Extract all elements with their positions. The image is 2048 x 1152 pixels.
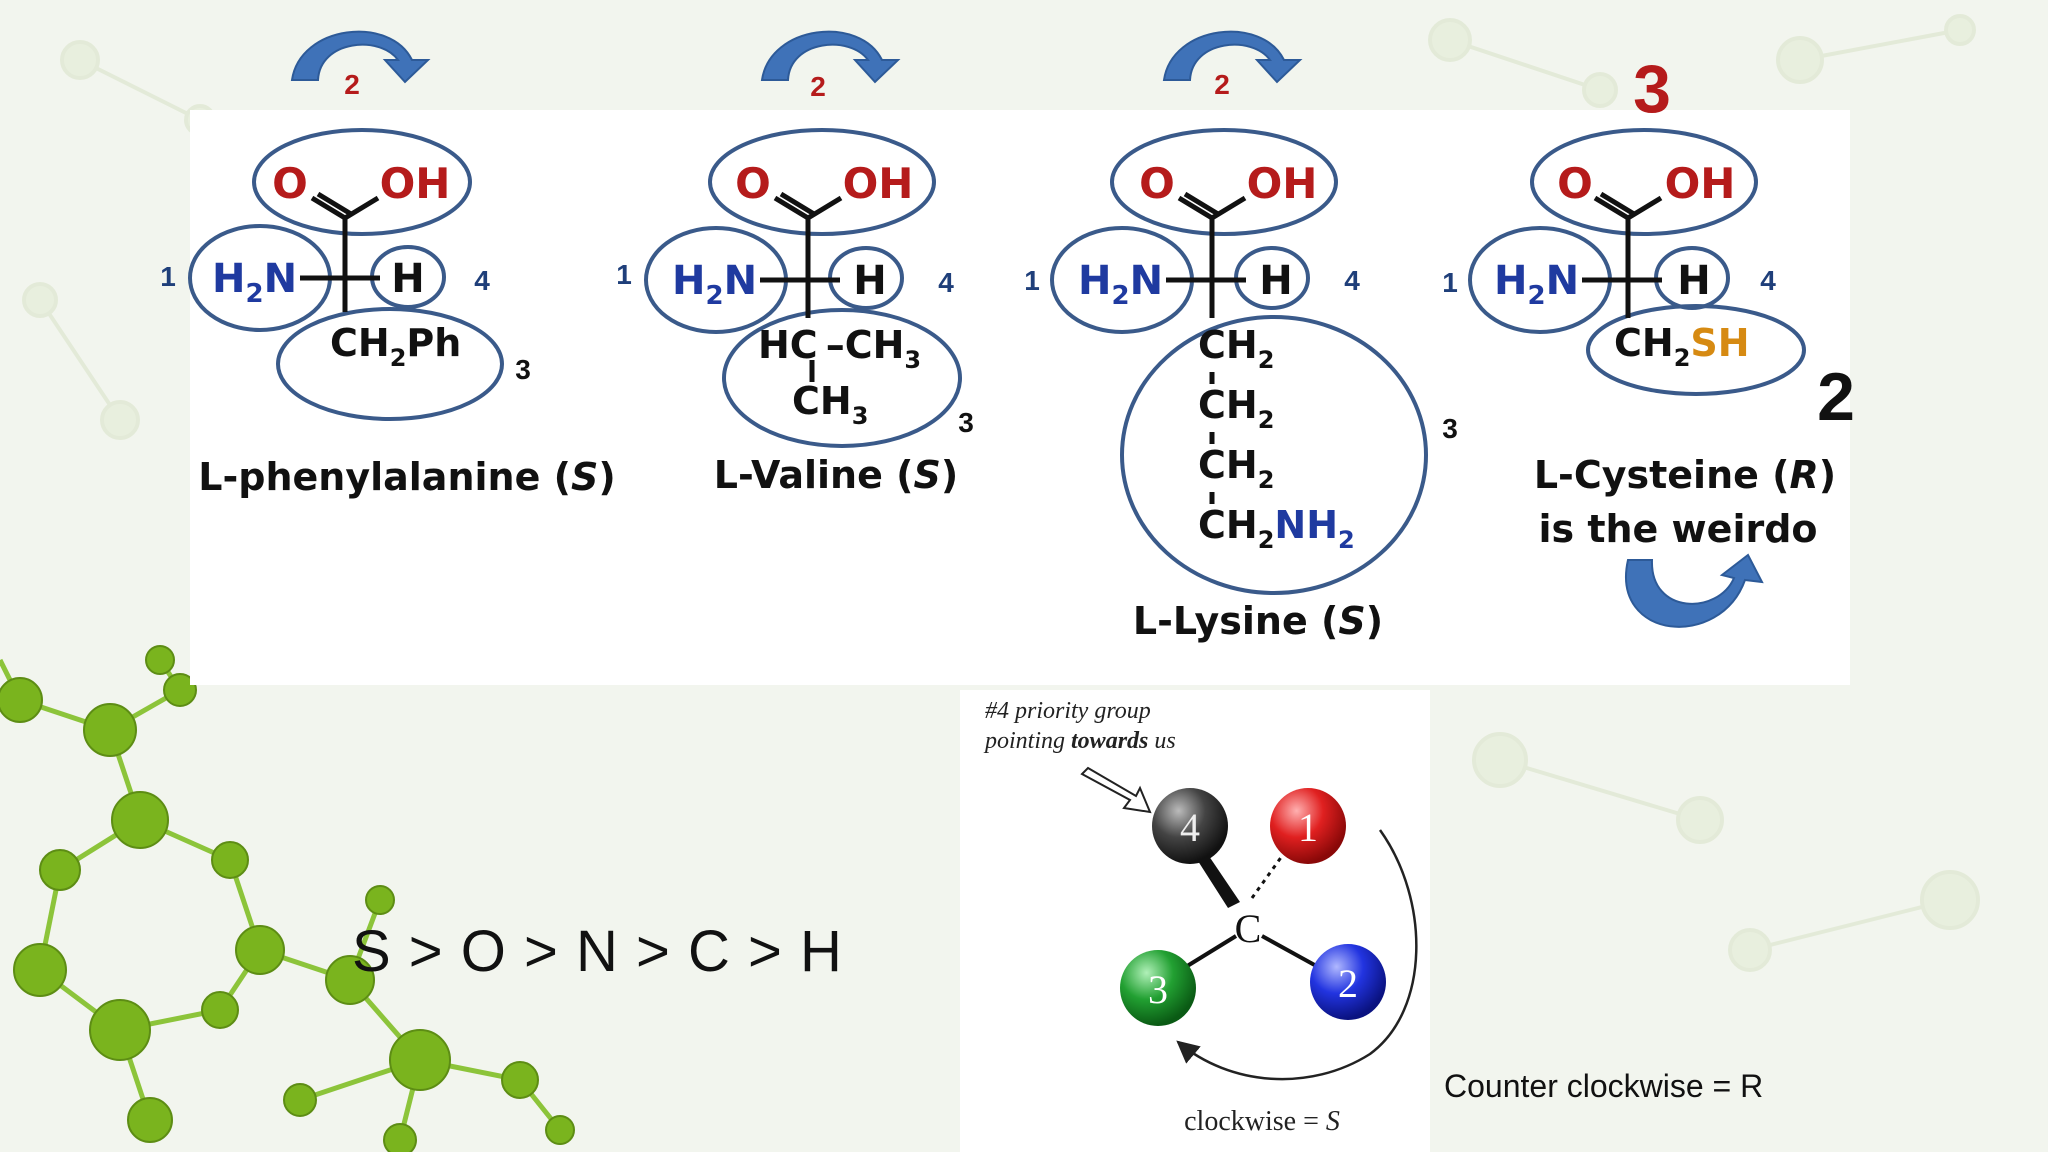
arrow-label-1: 2 xyxy=(344,69,360,100)
priority-rule-text: S > O > N > C > H xyxy=(352,919,843,984)
rotation-arrow-1 xyxy=(290,30,431,84)
hydroxyl-label: OH xyxy=(843,159,914,208)
priority-3-label: 3 xyxy=(958,407,974,438)
priority-1-label: 1 xyxy=(1442,267,1458,298)
amine-label: H2N xyxy=(672,258,757,311)
oxygen-label: O xyxy=(735,159,771,208)
molecule-name-line-2: is the weirdo xyxy=(1538,507,1817,551)
molecule-name: L-Valine (S) xyxy=(714,453,958,497)
oxygen-label: O xyxy=(1139,159,1175,208)
pointer-arrow xyxy=(1080,766,1152,814)
arrow-label-3: 2 xyxy=(1214,69,1230,100)
rotation-arrow-cysteine xyxy=(1625,553,1764,628)
priority-4-label: 4 xyxy=(938,267,954,298)
carboxyl-circle xyxy=(708,128,936,236)
side-chain-circle xyxy=(1120,315,1428,595)
priority-4-label: 4 xyxy=(474,265,490,296)
green-atoms xyxy=(0,645,575,1152)
priority-4-label: 4 xyxy=(1344,265,1360,296)
sphere-1 xyxy=(1270,788,1346,864)
sphere-4-label: 4 xyxy=(1180,805,1200,850)
carboxyl-circle xyxy=(252,128,472,236)
sphere-1-label: 1 xyxy=(1298,805,1318,850)
clockwise-arc xyxy=(1176,829,1418,1081)
diagram-note-line-2: pointing towards us xyxy=(983,728,1176,754)
sphere-3 xyxy=(1120,950,1196,1026)
hydroxyl-label: OH xyxy=(1247,159,1318,208)
bond-to-2 xyxy=(1261,934,1321,970)
priority-2-big-label: 2 xyxy=(1817,359,1855,435)
priority-1-label: 1 xyxy=(160,261,176,292)
side-chain-circle xyxy=(276,307,504,421)
priority-3-label: 3 xyxy=(515,354,531,385)
oxygen-label: O xyxy=(272,159,308,208)
side-chain-circle xyxy=(722,308,962,448)
chain-terminal: CH2NH2 xyxy=(1198,503,1355,554)
cysteine-priority-3-label: 3 xyxy=(1633,51,1671,127)
chain-ch2-2: CH2 xyxy=(1198,383,1274,434)
counter-clockwise-note: Counter clockwise = R xyxy=(1444,1068,1764,1104)
side-chain-label: CH2Ph xyxy=(330,321,461,372)
molecule-valine: O OH H2N H HC–CH3 CH3 1 4 3 L-Valine (S) xyxy=(616,128,974,497)
hydrogen-label: H xyxy=(853,258,886,304)
side-chain-label: CH2SH xyxy=(1614,321,1750,372)
hydrogen-label: H xyxy=(1259,258,1292,304)
faint-molecule-pattern xyxy=(22,14,1980,972)
side-chain-line-1: HC–CH3 xyxy=(758,323,921,374)
side-chain-line-2: CH3 xyxy=(792,379,868,430)
sphere-3-label: 3 xyxy=(1148,967,1168,1012)
bond-to-3 xyxy=(1182,934,1238,970)
priority-1-label: 1 xyxy=(1024,265,1040,296)
carboxyl-circle xyxy=(1530,128,1758,236)
oxygen-label: O xyxy=(1557,159,1593,208)
diagram-note-line-1: #4 priority group xyxy=(985,698,1151,724)
sphere-2-label: 2 xyxy=(1338,961,1358,1006)
amine-label: H2N xyxy=(1078,258,1163,311)
molecule-cysteine: O OH H2N H CH2SH 1 4 2 L-Cysteine (R) is… xyxy=(1442,128,1855,551)
hydrogen-label: H xyxy=(1677,258,1710,304)
molecule-name: L-Lysine (S) xyxy=(1133,599,1383,643)
priority-4-label: 4 xyxy=(1760,265,1776,296)
chirality-diagram: #4 priority group pointing towards us C … xyxy=(983,698,1418,1137)
molecule-name: L-phenylalanine (S) xyxy=(198,455,615,499)
amine-label: H2N xyxy=(1494,258,1579,311)
molecule-lysine: O OH H2N H CH2 CH2 CH2 CH2NH2 1 4 3 L-Ly… xyxy=(1024,128,1458,643)
hydroxyl-label: OH xyxy=(380,159,451,208)
arrow-label-2: 2 xyxy=(810,71,826,102)
hydroxyl-label: OH xyxy=(1665,159,1736,208)
hydrogen-label: H xyxy=(391,256,424,302)
molecule-name-line-1: L-Cysteine (R) xyxy=(1534,453,1836,497)
carboxyl-circle xyxy=(1110,128,1338,236)
amine-label: H2N xyxy=(212,256,297,309)
side-chain-circle xyxy=(1586,304,1806,396)
central-carbon-label: C xyxy=(1235,906,1262,951)
rotation-arrow-3 xyxy=(1162,30,1303,84)
sphere-2 xyxy=(1310,944,1386,1020)
chirality-diagram-panel xyxy=(960,690,1430,1152)
priority-3-label: 3 xyxy=(1442,413,1458,444)
chain-ch2-1: CH2 xyxy=(1198,323,1274,374)
sphere-4 xyxy=(1152,788,1228,864)
priority-1-label: 1 xyxy=(616,259,632,290)
chain-ch2-3: CH2 xyxy=(1198,443,1274,494)
molecules-panel xyxy=(190,110,1850,685)
molecule-phenylalanine: O OH H2N H CH2Ph 1 4 3 L-phenylalanine (… xyxy=(160,128,616,499)
diagram-caption: clockwise = S xyxy=(1184,1106,1340,1137)
rotation-arrow-2 xyxy=(760,30,901,84)
